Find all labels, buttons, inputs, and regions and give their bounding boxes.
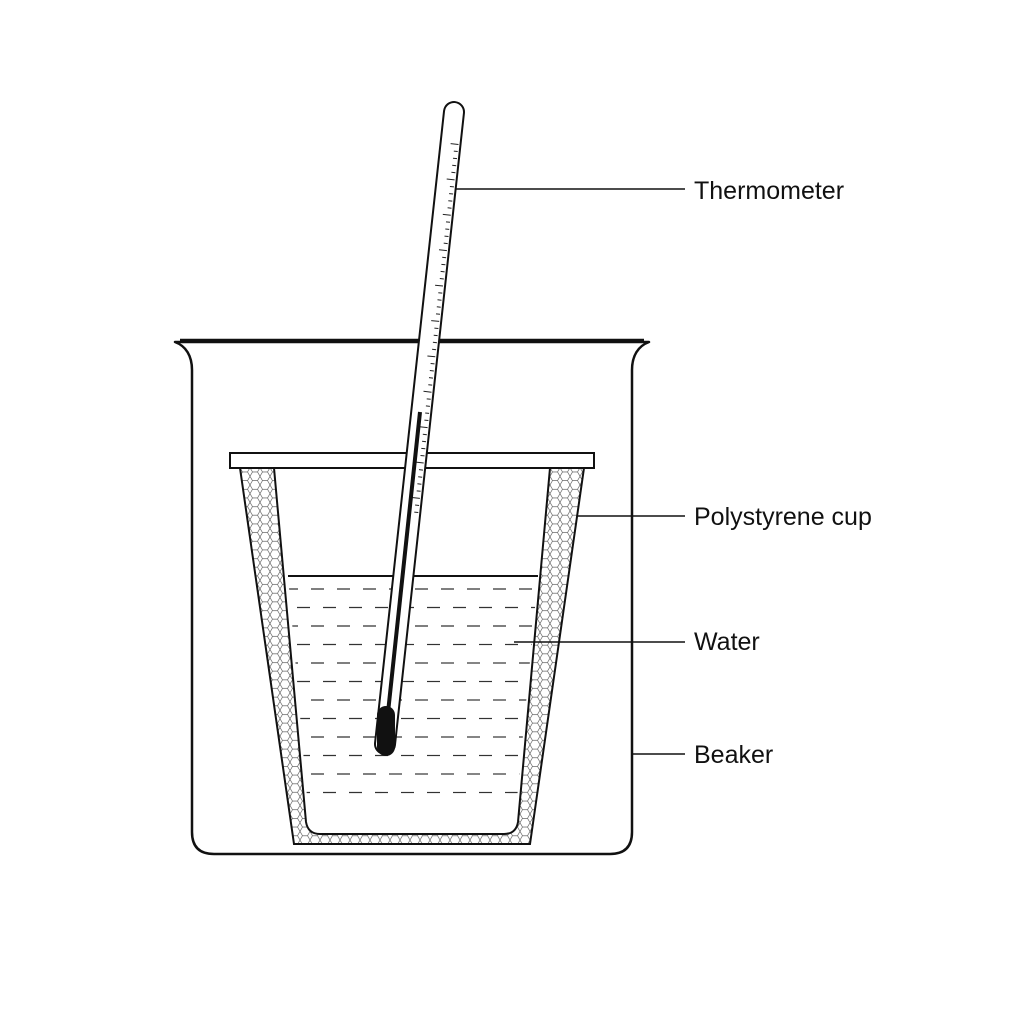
thermometer-tick — [418, 476, 423, 478]
thermometer-tick — [429, 370, 434, 372]
beaker-label: Beaker — [694, 741, 774, 769]
thermometer-tick — [428, 377, 434, 379]
thermometer-tick — [415, 504, 420, 506]
thermometer-tick — [446, 178, 455, 181]
thermometer-tick — [435, 284, 444, 287]
thermometer-tick — [432, 341, 437, 344]
polystyrene-cup — [229, 452, 595, 845]
thermometer-tick — [447, 207, 452, 209]
water-label: Water — [694, 628, 760, 656]
thermometer-tick — [423, 390, 432, 393]
thermometer-tick — [442, 213, 451, 216]
thermometer-tick — [439, 278, 444, 280]
thermometer-tick — [450, 143, 459, 145]
thermometer-tick — [436, 306, 441, 308]
thermometer-tick — [443, 242, 448, 245]
leader-lines — [455, 188, 685, 755]
thermometer-tick — [438, 249, 447, 252]
thermometer-tick — [411, 497, 420, 499]
thermometer-tick — [422, 440, 427, 443]
thermometer-bulb — [377, 706, 395, 756]
polystyrene-cup-label: Polystyrene cup — [694, 503, 872, 531]
thermometer-tick — [451, 171, 456, 174]
thermometer-tick — [422, 433, 427, 436]
thermometer-tick — [418, 469, 424, 471]
thermometer — [374, 101, 465, 756]
thermometer-tick — [431, 320, 440, 322]
thermometer-tick — [427, 355, 436, 358]
thermometer-tick — [415, 461, 424, 464]
thermometer-label: Thermometer — [694, 177, 845, 205]
thermometer-tick — [419, 426, 428, 429]
thermometer-tick — [440, 270, 445, 273]
mercury-column — [385, 411, 422, 723]
thermometer-tick — [425, 405, 430, 407]
